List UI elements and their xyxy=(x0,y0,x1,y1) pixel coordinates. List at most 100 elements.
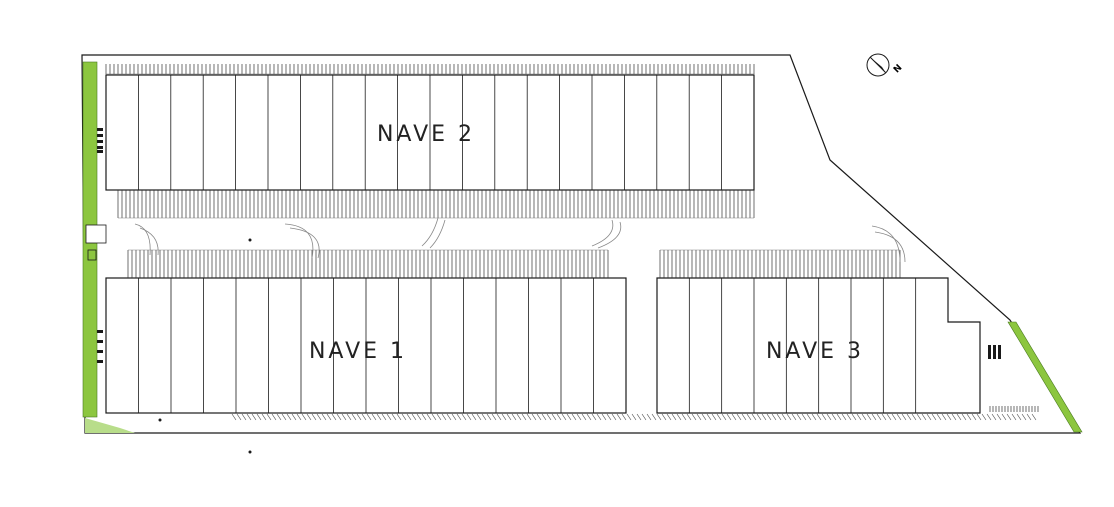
fence-marker xyxy=(391,413,397,421)
fence-marker xyxy=(976,413,982,421)
fence-marker xyxy=(701,413,707,421)
fence-marker xyxy=(741,413,747,421)
fence-marker xyxy=(666,413,672,421)
fence-marker xyxy=(336,413,342,421)
fence-marker xyxy=(1026,413,1032,421)
fence-marker xyxy=(276,413,282,421)
fence-marker xyxy=(876,413,882,421)
south-east-parking xyxy=(989,406,1039,412)
fence-marker xyxy=(501,413,507,421)
fence-marker xyxy=(461,413,467,421)
fence-marker xyxy=(936,413,942,421)
north-arrow: N xyxy=(866,53,904,77)
fence-marker xyxy=(996,413,1002,421)
fence-marker xyxy=(706,413,712,421)
fence-marker xyxy=(676,413,682,421)
fence-marker xyxy=(1016,413,1022,421)
fence-marker xyxy=(481,413,487,421)
fence-marker xyxy=(821,413,827,421)
fence-marker xyxy=(311,413,317,421)
fence-marker xyxy=(656,413,662,421)
fence-marker xyxy=(881,413,887,421)
fence-marker xyxy=(646,413,652,421)
nave-2-label: NAVE 2 xyxy=(377,122,475,147)
fence-marker xyxy=(366,413,372,421)
nave-1: NAVE 1 xyxy=(105,249,627,414)
fence-marker xyxy=(906,413,912,421)
fence-marker xyxy=(371,413,377,421)
nave-1-label: NAVE 1 xyxy=(309,339,407,364)
fence-marker xyxy=(726,413,732,421)
fence-marker xyxy=(526,413,532,421)
fence-marker xyxy=(591,413,597,421)
fence-marker xyxy=(246,413,252,421)
fence-marker xyxy=(931,413,937,421)
fence-marker xyxy=(601,413,607,421)
fence-marker xyxy=(401,413,407,421)
north-arrow-label: N xyxy=(892,63,904,75)
nave-2-bays xyxy=(137,75,722,190)
nave-2: NAVE 2 xyxy=(105,64,755,219)
fence-marker xyxy=(256,413,262,421)
fence-marker xyxy=(486,413,492,421)
fence-marker xyxy=(971,413,977,421)
fence-marker xyxy=(441,413,447,421)
nave-3-dock-levelers xyxy=(988,345,1001,359)
south-parking-strip xyxy=(231,413,1037,421)
fence-marker xyxy=(711,413,717,421)
fence-marker xyxy=(231,413,237,421)
fence-marker xyxy=(531,413,537,421)
fence-marker xyxy=(561,413,567,421)
nave-1-dock-row xyxy=(127,249,609,278)
fence-marker xyxy=(376,413,382,421)
fence-marker xyxy=(361,413,367,421)
fence-marker xyxy=(351,413,357,421)
fence-marker xyxy=(631,413,637,421)
fence-marker xyxy=(541,413,547,421)
fence-marker xyxy=(901,413,907,421)
north-arrow-circle xyxy=(866,53,890,77)
fence-marker xyxy=(466,413,472,421)
fence-marker xyxy=(266,413,272,421)
fence-marker xyxy=(506,413,512,421)
fence-marker xyxy=(891,413,897,421)
fence-marker xyxy=(396,413,402,421)
fence-marker xyxy=(736,413,742,421)
fence-marker xyxy=(621,413,627,421)
fence-marker xyxy=(696,413,702,421)
nave-1-bays xyxy=(138,278,594,413)
fence-marker xyxy=(281,413,287,421)
fence-marker xyxy=(326,413,332,421)
fence-marker xyxy=(786,413,792,421)
guard-booth xyxy=(87,249,97,261)
fence-marker xyxy=(811,413,817,421)
fence-marker xyxy=(551,413,557,421)
nave-2-dock-row-north xyxy=(105,64,755,75)
fence-marker xyxy=(951,413,957,421)
west-entry-markings xyxy=(97,128,103,363)
fence-marker xyxy=(896,413,902,421)
fence-marker xyxy=(1006,413,1012,421)
fence-marker xyxy=(926,413,932,421)
fence-marker xyxy=(241,413,247,421)
fence-marker xyxy=(681,413,687,421)
fence-marker xyxy=(381,413,387,421)
fence-marker xyxy=(456,413,462,421)
fence-marker xyxy=(316,413,322,421)
fence-marker xyxy=(816,413,822,421)
fence-marker xyxy=(766,413,772,421)
fence-marker xyxy=(606,413,612,421)
nave-2-dock-row-south xyxy=(117,190,755,219)
fence-marker xyxy=(341,413,347,421)
fence-marker xyxy=(406,413,412,421)
fence-marker xyxy=(536,413,542,421)
fence-marker xyxy=(586,413,592,421)
fence-marker xyxy=(626,413,632,421)
nave-3-dock-row xyxy=(659,249,901,278)
fence-marker xyxy=(511,413,517,421)
fence-marker xyxy=(941,413,947,421)
fence-marker xyxy=(516,413,522,421)
fence-marker xyxy=(596,413,602,421)
fence-marker xyxy=(691,413,697,421)
nave-3: NAVE 3 xyxy=(656,249,1001,414)
